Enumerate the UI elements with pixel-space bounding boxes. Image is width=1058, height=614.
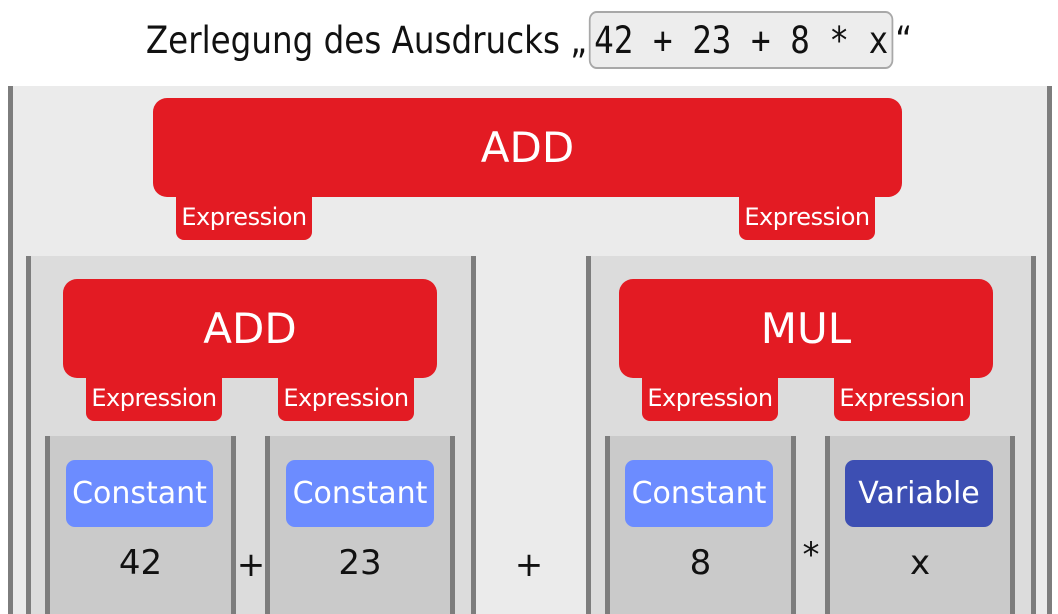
title-suffix: “	[895, 18, 913, 62]
title-prefix: Zerlegung des Ausdrucks „	[145, 18, 588, 62]
constant-node-23: Constant	[286, 460, 434, 527]
right-mul-node: MUL	[619, 279, 993, 378]
diagram-title: Zerlegung des Ausdrucks „42 + 23 + 8 * x…	[63, 0, 994, 80]
left-add-right-expression-tab: Expression	[278, 375, 414, 421]
constant-value-8: 8	[689, 543, 712, 583]
left-add-node: ADD	[63, 279, 437, 378]
right-mul-right-expression-tab: Expression	[834, 375, 970, 421]
left-add-left-expression-tab: Expression	[86, 375, 222, 421]
operator-multiply: *	[802, 535, 820, 575]
root-left-expression-tab: Expression	[176, 194, 312, 240]
variable-value-x: x	[909, 543, 931, 583]
right-mul-left-expression-tab: Expression	[642, 375, 778, 421]
operator-plus-root: +	[514, 545, 544, 585]
constant-value-23: 23	[338, 543, 382, 583]
operator-plus-inner: +	[236, 545, 266, 585]
constant-value-42: 42	[118, 543, 163, 583]
expression-box: 42 + 23 + 8 * x	[588, 11, 894, 69]
root-right-expression-tab: Expression	[739, 194, 875, 240]
constant-node-8: Constant	[625, 460, 773, 527]
root-add-node: ADD	[153, 98, 902, 197]
constant-node-42: Constant	[66, 460, 213, 527]
variable-node-x: Variable	[845, 460, 993, 527]
